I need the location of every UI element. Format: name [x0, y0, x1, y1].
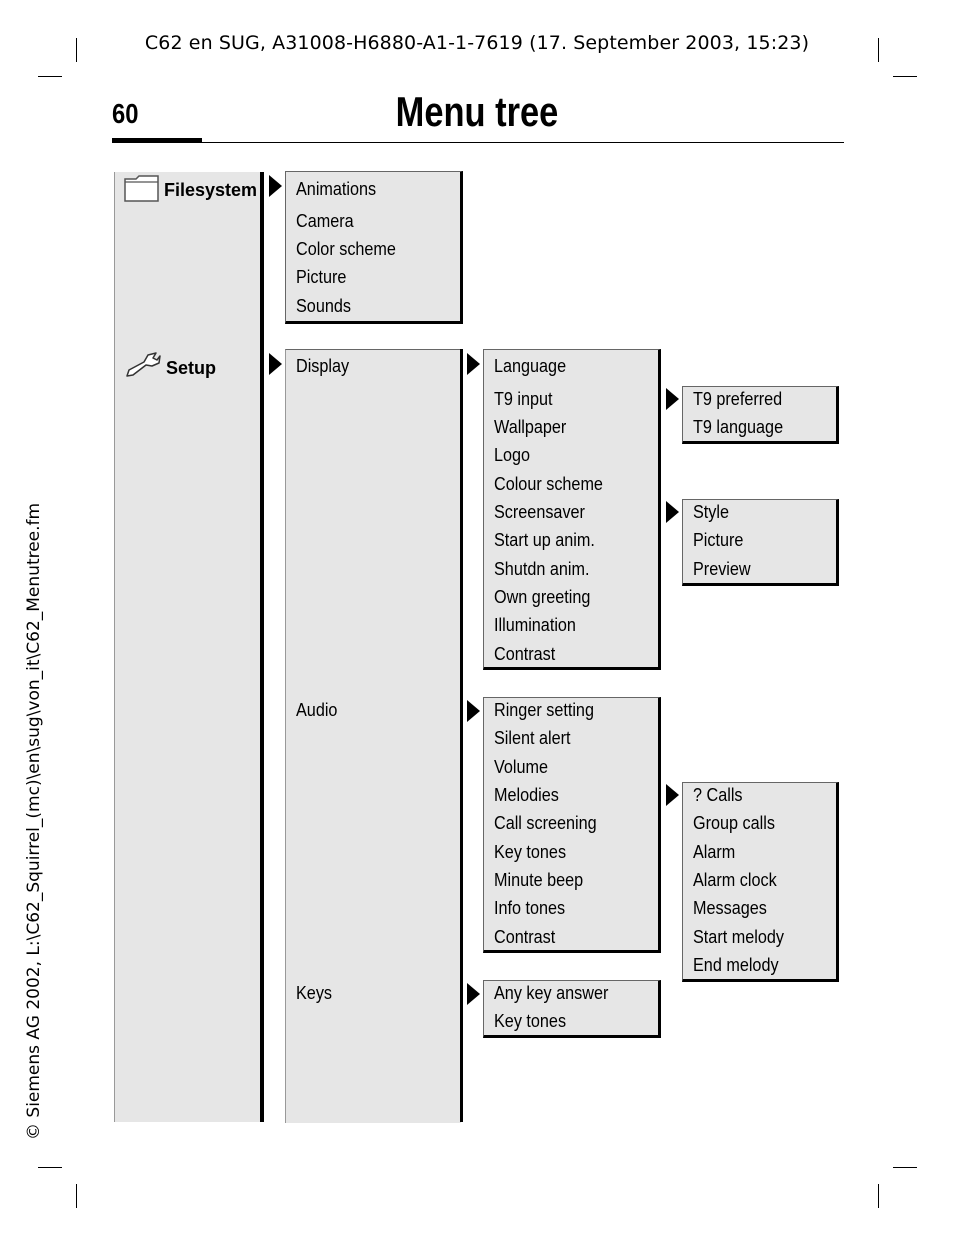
submenu-item-sounds[interactable]: Sounds [296, 296, 351, 316]
melodies-item-calls[interactable]: ? Calls [693, 785, 743, 805]
display-item-wallpaper[interactable]: Wallpaper [494, 417, 567, 437]
melodies-item-start-melody[interactable]: Start melody [693, 927, 784, 947]
submenu-arrow [666, 388, 679, 410]
screensaver-item-picture[interactable]: Picture [693, 530, 744, 550]
folder-icon [124, 174, 160, 202]
audio-item-info-tones[interactable]: Info tones [494, 898, 566, 918]
crop-mark [878, 1184, 879, 1208]
display-item-colour-scheme[interactable]: Colour scheme [494, 474, 603, 494]
main-menu-divider [260, 172, 264, 1122]
t9-input-submenu [682, 386, 839, 444]
filesystem-submenu [285, 171, 463, 324]
submenu-arrow [467, 700, 480, 722]
melodies-item-alarm-clock[interactable]: Alarm clock [693, 870, 777, 890]
audio-item-melodies[interactable]: Melodies [494, 785, 559, 805]
screensaver-item-preview[interactable]: Preview [693, 559, 751, 579]
submenu-arrow [467, 353, 480, 375]
display-item-t9-input[interactable]: T9 input [494, 389, 553, 409]
keys-item-key-tones[interactable]: Key tones [494, 1011, 567, 1031]
page-number: 60 [112, 98, 139, 129]
display-item-shutdn-anim[interactable]: Shutdn anim. [494, 559, 590, 579]
audio-item-volume[interactable]: Volume [494, 757, 549, 777]
crop-mark [38, 76, 62, 77]
title-rule [112, 142, 844, 143]
submenu-arrow [666, 501, 679, 523]
melodies-item-alarm[interactable]: Alarm [693, 842, 736, 862]
melodies-item-messages[interactable]: Messages [693, 898, 767, 918]
main-menu-column [114, 172, 261, 1122]
submenu-item-picture[interactable]: Picture [296, 267, 347, 287]
keys-item-any-key-answer[interactable]: Any key answer [494, 983, 609, 1003]
submenu-arrow [666, 784, 679, 806]
wrench-icon [124, 350, 162, 380]
display-item-illumination[interactable]: Illumination [494, 615, 576, 635]
melodies-item-end-melody[interactable]: End melody [693, 955, 779, 975]
keys-submenu [483, 980, 661, 1038]
submenu-arrow [269, 353, 282, 375]
menu-setup[interactable]: Setup [166, 358, 217, 378]
crop-mark [76, 1184, 77, 1208]
crop-mark [893, 1167, 917, 1168]
crop-mark [38, 1167, 62, 1168]
setup-submenu-divider [460, 349, 463, 1122]
page-number-rule [112, 138, 202, 143]
screensaver-submenu [682, 499, 839, 586]
screensaver-item-style[interactable]: Style [693, 502, 730, 522]
audio-item-silent-alert[interactable]: Silent alert [494, 728, 571, 748]
display-item-start-up-anim[interactable]: Start up anim. [494, 530, 595, 550]
display-item-own-greeting[interactable]: Own greeting [494, 587, 591, 607]
audio-item-minute-beep[interactable]: Minute beep [494, 870, 584, 890]
display-item-screensaver[interactable]: Screensaver [494, 502, 585, 522]
display-submenu [483, 349, 661, 670]
crop-mark [878, 38, 879, 62]
audio-item-key-tones[interactable]: Key tones [494, 842, 567, 862]
side-note: © Siemens AG 2002, L:\C62_Squirrel_(mc)\… [24, 502, 44, 1140]
setup-submenu [285, 349, 461, 1123]
crop-mark [893, 76, 917, 77]
display-item-language[interactable]: Language [494, 356, 567, 376]
display-item-contrast[interactable]: Contrast [494, 644, 556, 664]
audio-submenu [483, 697, 661, 953]
t9-item-language[interactable]: T9 language [693, 417, 784, 437]
audio-item-contrast[interactable]: Contrast [494, 927, 556, 947]
melodies-submenu [682, 782, 839, 982]
melodies-item-group-calls[interactable]: Group calls [693, 813, 775, 833]
t9-item-preferred[interactable]: T9 preferred [693, 389, 783, 409]
page-title: Menu tree [395, 88, 559, 135]
submenu-arrow [467, 983, 480, 1005]
document-header: C62 en SUG, A31008-H6880-A1-1-7619 (17. … [144, 32, 810, 54]
submenu-item-camera[interactable]: Camera [296, 211, 354, 231]
submenu-item-animations[interactable]: Animations [296, 179, 377, 199]
submenu-item-color-scheme[interactable]: Color scheme [296, 239, 396, 259]
audio-item-call-screening[interactable]: Call screening [494, 813, 597, 833]
submenu-item-display[interactable]: Display [296, 356, 350, 376]
submenu-arrow [269, 175, 282, 197]
submenu-item-audio[interactable]: Audio [296, 700, 338, 720]
crop-mark [76, 38, 77, 62]
submenu-item-keys[interactable]: Keys [296, 983, 333, 1003]
display-item-logo[interactable]: Logo [494, 445, 531, 465]
audio-item-ringer-setting[interactable]: Ringer setting [494, 700, 594, 720]
menu-filesystem[interactable]: Filesystem [164, 180, 258, 200]
